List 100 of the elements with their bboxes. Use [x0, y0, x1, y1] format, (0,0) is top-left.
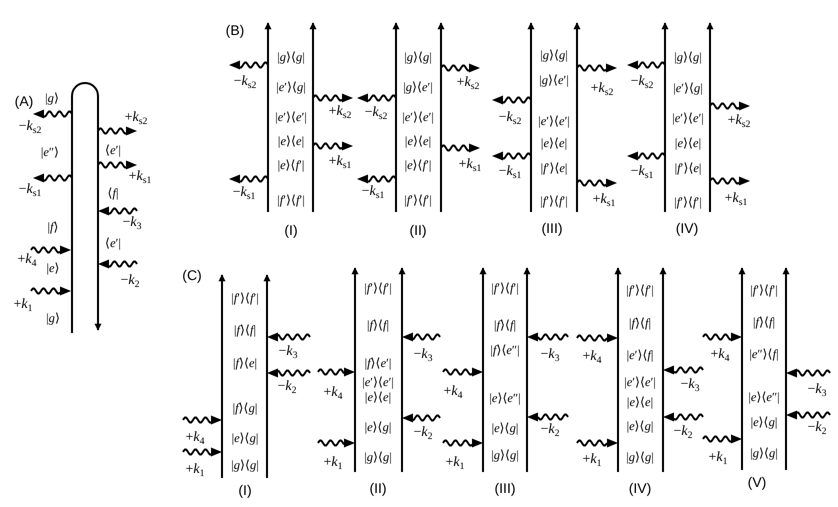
wave-vector-label: −k$_{3}$ [807, 383, 827, 397]
state-label: |f′⟩⟨f′| [674, 196, 702, 208]
state-label: |g⟩ [45, 92, 59, 104]
wave-vector-label: +k$_{s1}$ [328, 155, 352, 169]
diagram-number: (III) [494, 481, 516, 495]
wave-vector-label: +k$_{1}$ [708, 451, 728, 465]
wave-vector-label: −k$_{s2}$ [498, 111, 522, 125]
state-label: |e⟩ [46, 262, 60, 274]
state-label: ⟨e′| [105, 236, 121, 250]
state-label: |f′⟩⟨e| [540, 162, 568, 174]
state-label: |f⟩⟨e′| [364, 356, 392, 370]
state-label: |e⟩⟨e″| [489, 392, 521, 404]
diagram-number: (V) [748, 475, 766, 489]
wave-vector-label: +k$_{s2}$ [590, 82, 614, 96]
wave-vector-label: +k$_{1}$ [323, 456, 343, 470]
state-label: |f′⟩⟨f′| [231, 292, 259, 304]
wave-vector-label: −k$_{s2}$ [630, 75, 654, 89]
wave-vector-label: −k$_{s2}$ [364, 106, 388, 120]
wave-vector-label: −k$_{2}$ [413, 426, 433, 440]
state-label: |f′⟩⟨e| [674, 162, 702, 174]
state-label: |g⟩⟨g| [404, 50, 432, 64]
diagram-number: (I) [284, 223, 298, 237]
wave-vector-label: −k$_{s1}$ [232, 186, 256, 200]
wave-vector-label: −k$_{2}$ [120, 274, 140, 288]
state-label: |g⟩⟨g| [277, 50, 305, 64]
wave-vector-label: +k$_{s2}$ [124, 111, 148, 125]
wave-vector-label: +k$_{1}$ [445, 456, 465, 470]
diagram-number: (II) [409, 223, 427, 237]
wave-vector-label: −k$_{s2}$ [234, 75, 256, 89]
wave-vector-label: −k$_{s1}$ [18, 183, 42, 197]
wave-vector-label: +k$_{s1}$ [592, 193, 616, 207]
state-label: |f⟩⟨f| [629, 316, 651, 330]
state-label: ⟨e′| [105, 144, 121, 156]
wave-vector-label: −k$_{3}$ [122, 216, 142, 230]
state-label: |f′⟩⟨f′| [626, 284, 654, 296]
state-label: |e′⟩⟨e′| [672, 112, 704, 124]
state-label: |e′⟩⟨e′| [538, 114, 570, 128]
state-label: |e′⟩⟨e′| [275, 110, 307, 124]
state-label: |g⟩⟨g| [231, 458, 259, 472]
state-label: ⟨f| [108, 186, 118, 200]
state-label: |e⟩⟨e| [364, 390, 392, 404]
state-label: |g⟩⟨g| [750, 446, 778, 460]
wave-vector-label: −k$_{s1}$ [362, 185, 384, 199]
wave-vector-label: −k$_{2}$ [540, 423, 560, 437]
state-label: |e″⟩ [40, 146, 60, 158]
state-label: |e⟩⟨g| [750, 416, 778, 428]
diagram-number: (II) [369, 481, 387, 495]
state-label: |e⟩⟨g| [626, 420, 654, 432]
state-label: |e⟩⟨e″| [748, 390, 780, 404]
state-label: |f⟩⟨f| [753, 316, 775, 328]
panel-label: (A) [14, 94, 34, 108]
state-label: |f⟩ [48, 220, 58, 234]
state-label: |f⟩⟨f| [367, 318, 389, 332]
state-label: |g⟩⟨g| [491, 448, 519, 462]
state-label: |f′⟩⟨f′| [750, 284, 778, 296]
state-label: |e′⟩⟨f| [626, 348, 654, 362]
state-label: |e⟩⟨f′| [278, 158, 304, 172]
state-label: |e′⟩⟨e′| [362, 376, 394, 388]
state-label: |g⟩⟨g| [364, 450, 392, 464]
state-label: |e′⟩⟨e′| [402, 110, 434, 124]
state-label: |g⟩⟨e′| [403, 80, 433, 94]
state-label: |g⟩ [46, 312, 60, 324]
wave-vector-label: +k$_{1}$ [185, 463, 205, 477]
state-label: |e⟩⟨f′| [404, 158, 432, 172]
state-label: |e⟩⟨g| [364, 420, 392, 434]
wave-vector-label: +k$_{1}$ [13, 298, 33, 312]
state-label: |e′⟩⟨e′| [624, 376, 656, 388]
state-label: |f′⟩⟨f′| [364, 282, 392, 294]
wave-vector-label: +k$_{s1}$ [724, 192, 748, 206]
diagram-number: (IV) [628, 481, 652, 495]
state-label: |f′⟩⟨f′| [277, 194, 305, 206]
state-label: |f′⟩⟨f′| [540, 194, 568, 208]
panel-label: (C) [182, 268, 202, 282]
wave-vector-label: −k$_{2}$ [807, 421, 827, 435]
state-label: |e⟩⟨g| [232, 432, 258, 444]
wave-vector-label: −k$_{s2}$ [18, 120, 42, 134]
diagram-number: (IV) [676, 221, 698, 235]
state-label: |e″⟩⟨f| [749, 348, 779, 360]
wave-vector-label: +k$_{4}$ [582, 350, 602, 364]
state-label: |e′⟩⟨g| [276, 80, 306, 94]
wave-vector-label: −k$_{3}$ [413, 348, 433, 362]
state-label: |g⟩⟨g| [674, 50, 702, 64]
state-label: |f⟩⟨f| [494, 318, 516, 332]
wave-vector-label: −k$_{s1}$ [630, 165, 654, 179]
state-label: |e⟩⟨e| [540, 136, 568, 150]
state-label: |f′⟩⟨f′| [404, 194, 432, 206]
wave-vector-label: +k$_{s1}$ [458, 158, 482, 172]
state-label: |e⟩⟨e| [404, 134, 432, 148]
wave-vector-label: +k$_{4}$ [710, 348, 730, 362]
state-label: |f′⟩⟨f′| [491, 282, 519, 294]
wave-vector-label: −k$_{2}$ [673, 425, 693, 439]
state-label: |g⟩⟨e′| [539, 74, 569, 86]
state-label: |f⟩⟨e″| [490, 344, 520, 356]
wave-vector-label: −k$_{3}$ [680, 378, 700, 392]
state-label: |g⟩⟨g| [626, 450, 654, 464]
state-label: |e⟩⟨g| [492, 422, 518, 434]
state-label: |g⟩⟨g| [540, 48, 568, 62]
wave-vector-label: +k$_{1}$ [582, 453, 602, 467]
wave-vector-label: −k$_{2}$ [277, 380, 297, 394]
wave-vector-label: +k$_{s2}$ [328, 105, 352, 119]
